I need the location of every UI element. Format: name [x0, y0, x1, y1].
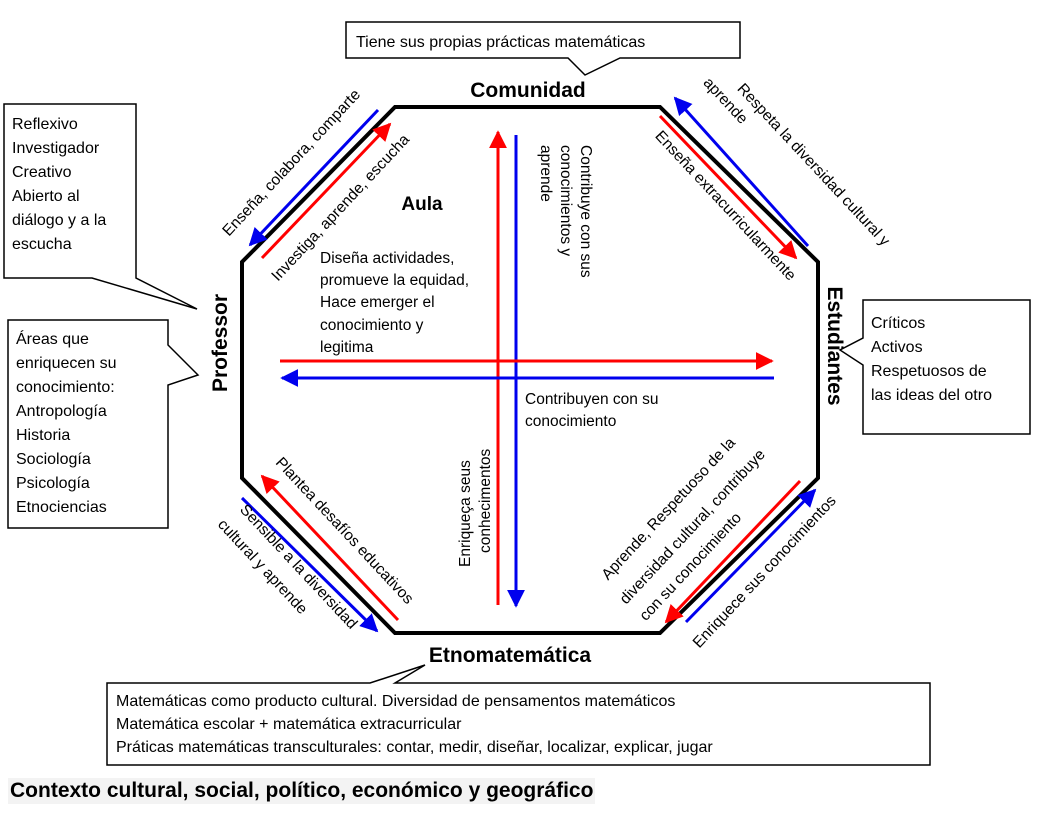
svg-text:conocimiento y: conocimiento y [320, 317, 424, 334]
students-contrib-text: Contribuyen con su conocimiento [525, 391, 659, 430]
svg-text:conocimientos y: conocimientos y [557, 145, 574, 256]
svg-text:Investigador: Investigador [12, 140, 100, 157]
svg-text:Sociología: Sociología [16, 451, 91, 468]
arrow-bl-red [260, 474, 400, 622]
callout-students: Críticos Activos Respetuosos de las idea… [838, 299, 1031, 435]
svg-text:Antropología: Antropología [16, 403, 107, 420]
center-label-aula: Aula [401, 194, 443, 215]
context-footer: Contexto cultural, social, político, eco… [8, 778, 596, 804]
svg-text:aprende: aprende [537, 145, 554, 202]
vertex-estudiantes: Estudiantes [823, 286, 846, 405]
svg-text:Reflexivo: Reflexivo [12, 116, 78, 133]
arrow-br-red [664, 479, 802, 624]
svg-text:Activos: Activos [871, 339, 923, 356]
svg-text:Contribuyen con su: Contribuyen con su [525, 391, 659, 408]
svg-text:Matemática escolar + matemátic: Matemática escolar + matemática extracur… [116, 716, 462, 733]
octagon-outline [240, 105, 820, 635]
teacher-actions-text: Diseña actividades, promueve la equidad,… [320, 250, 469, 356]
callout-teacher-traits: Reflexivo Investigador Creativo Abierto … [3, 103, 198, 310]
arrow-br-blue [684, 488, 817, 624]
callout-areas: Áreas que enriquecen su conocimiento: An… [7, 319, 200, 529]
svg-text:diálogo y a la: diálogo y a la [12, 212, 106, 229]
svg-text:escucha: escucha [12, 236, 72, 253]
svg-text:Enriqueça seus: Enriqueça seus [457, 460, 474, 567]
label-ensena-extracurricular: Enseña extracurricularmente [652, 128, 800, 285]
svg-text:conhecimentos: conhecimentos [477, 448, 494, 553]
arrow-tr-red [658, 114, 798, 260]
svg-text:Contribuye con sus: Contribuye con sus [577, 145, 594, 278]
svg-text:las ideas del otro: las ideas del otro [871, 387, 992, 404]
svg-text:Diseña actividades,: Diseña actividades, [320, 250, 454, 267]
label-respeta-diversidad-1: Respeta la diversidad cultural y [734, 80, 893, 249]
svg-text:Abierto al: Abierto al [12, 188, 80, 205]
arrow-tr-blue [673, 96, 810, 248]
arrow-bl-blue [240, 496, 379, 633]
svg-text:enriquecen su: enriquecen su [16, 355, 117, 372]
arrow-tl-red [260, 122, 392, 260]
svg-text:Etnociencias: Etnociencias [16, 499, 107, 516]
svg-text:Matemáticas como producto cult: Matemáticas como producto cultural. Dive… [116, 693, 675, 710]
svg-text:Respetuosos de: Respetuosos de [871, 363, 987, 380]
svg-text:Hace emerger el: Hace emerger el [320, 294, 435, 311]
svg-text:Tiene sus propias prácticas ma: Tiene sus propias prácticas matemáticas [356, 34, 645, 51]
svg-text:Creativo: Creativo [12, 164, 72, 181]
vertex-etnomatematica: Etnomatemática [429, 644, 592, 667]
ethno-enrich-text: Enriqueça seus conhecimentos [457, 448, 494, 567]
vertex-comunidad: Comunidad [470, 79, 586, 102]
arrow-tl-blue [248, 108, 380, 247]
svg-text:legitima: legitima [320, 339, 374, 356]
svg-text:Áreas que: Áreas que [16, 329, 89, 348]
callout-community: Tiene sus propias prácticas matemáticas [345, 21, 741, 76]
vertex-professor: Professor [209, 294, 232, 392]
svg-text:Historia: Historia [16, 427, 70, 444]
svg-text:conocimiento: conocimiento [525, 413, 616, 430]
svg-text:conocimiento:: conocimiento: [16, 379, 115, 396]
callout-ethno: Matemáticas como producto cultural. Dive… [106, 664, 931, 766]
svg-text:Psicología: Psicología [16, 475, 90, 492]
svg-text:Práticas matemáticas transcult: Práticas matemáticas transculturales: co… [116, 739, 713, 756]
svg-text:Críticos: Críticos [871, 315, 925, 332]
community-contrib-text: Contribuye con sus conocimientos y apren… [537, 145, 594, 278]
svg-text:promueve la equidad,: promueve la equidad, [320, 272, 469, 289]
